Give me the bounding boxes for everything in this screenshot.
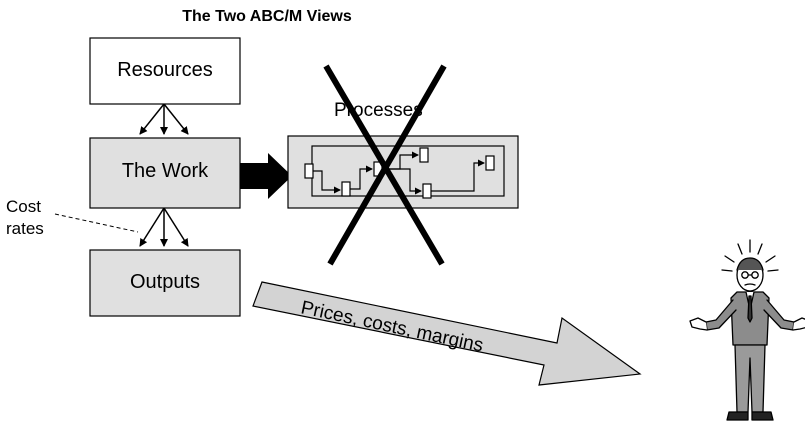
resources-to-work-arrows [139,103,189,135]
page-title: The Two ABC/M Views [182,8,352,25]
processes-cross-out [323,64,447,266]
resources-box [89,37,241,105]
work-box [89,137,241,209]
work-label: The Work [121,160,209,182]
prices-costs-margins-arrow [252,281,642,386]
resources-label: Resources [117,59,213,81]
outputs-box [89,249,241,317]
work-to-outputs-arrows [139,207,189,247]
confused-man-icon [689,239,805,421]
outputs-label: Outputs [129,271,201,293]
cost-rates-line1: Cost [6,197,41,216]
work-to-processes-arrow [240,153,292,199]
cost-rates-dashed-line [54,213,139,233]
cost-rates-line2: rates [6,219,44,238]
process-flow-icon [304,147,495,199]
processes-label: Processes [334,100,423,121]
cost-rates-label: Cost rates [6,196,44,240]
